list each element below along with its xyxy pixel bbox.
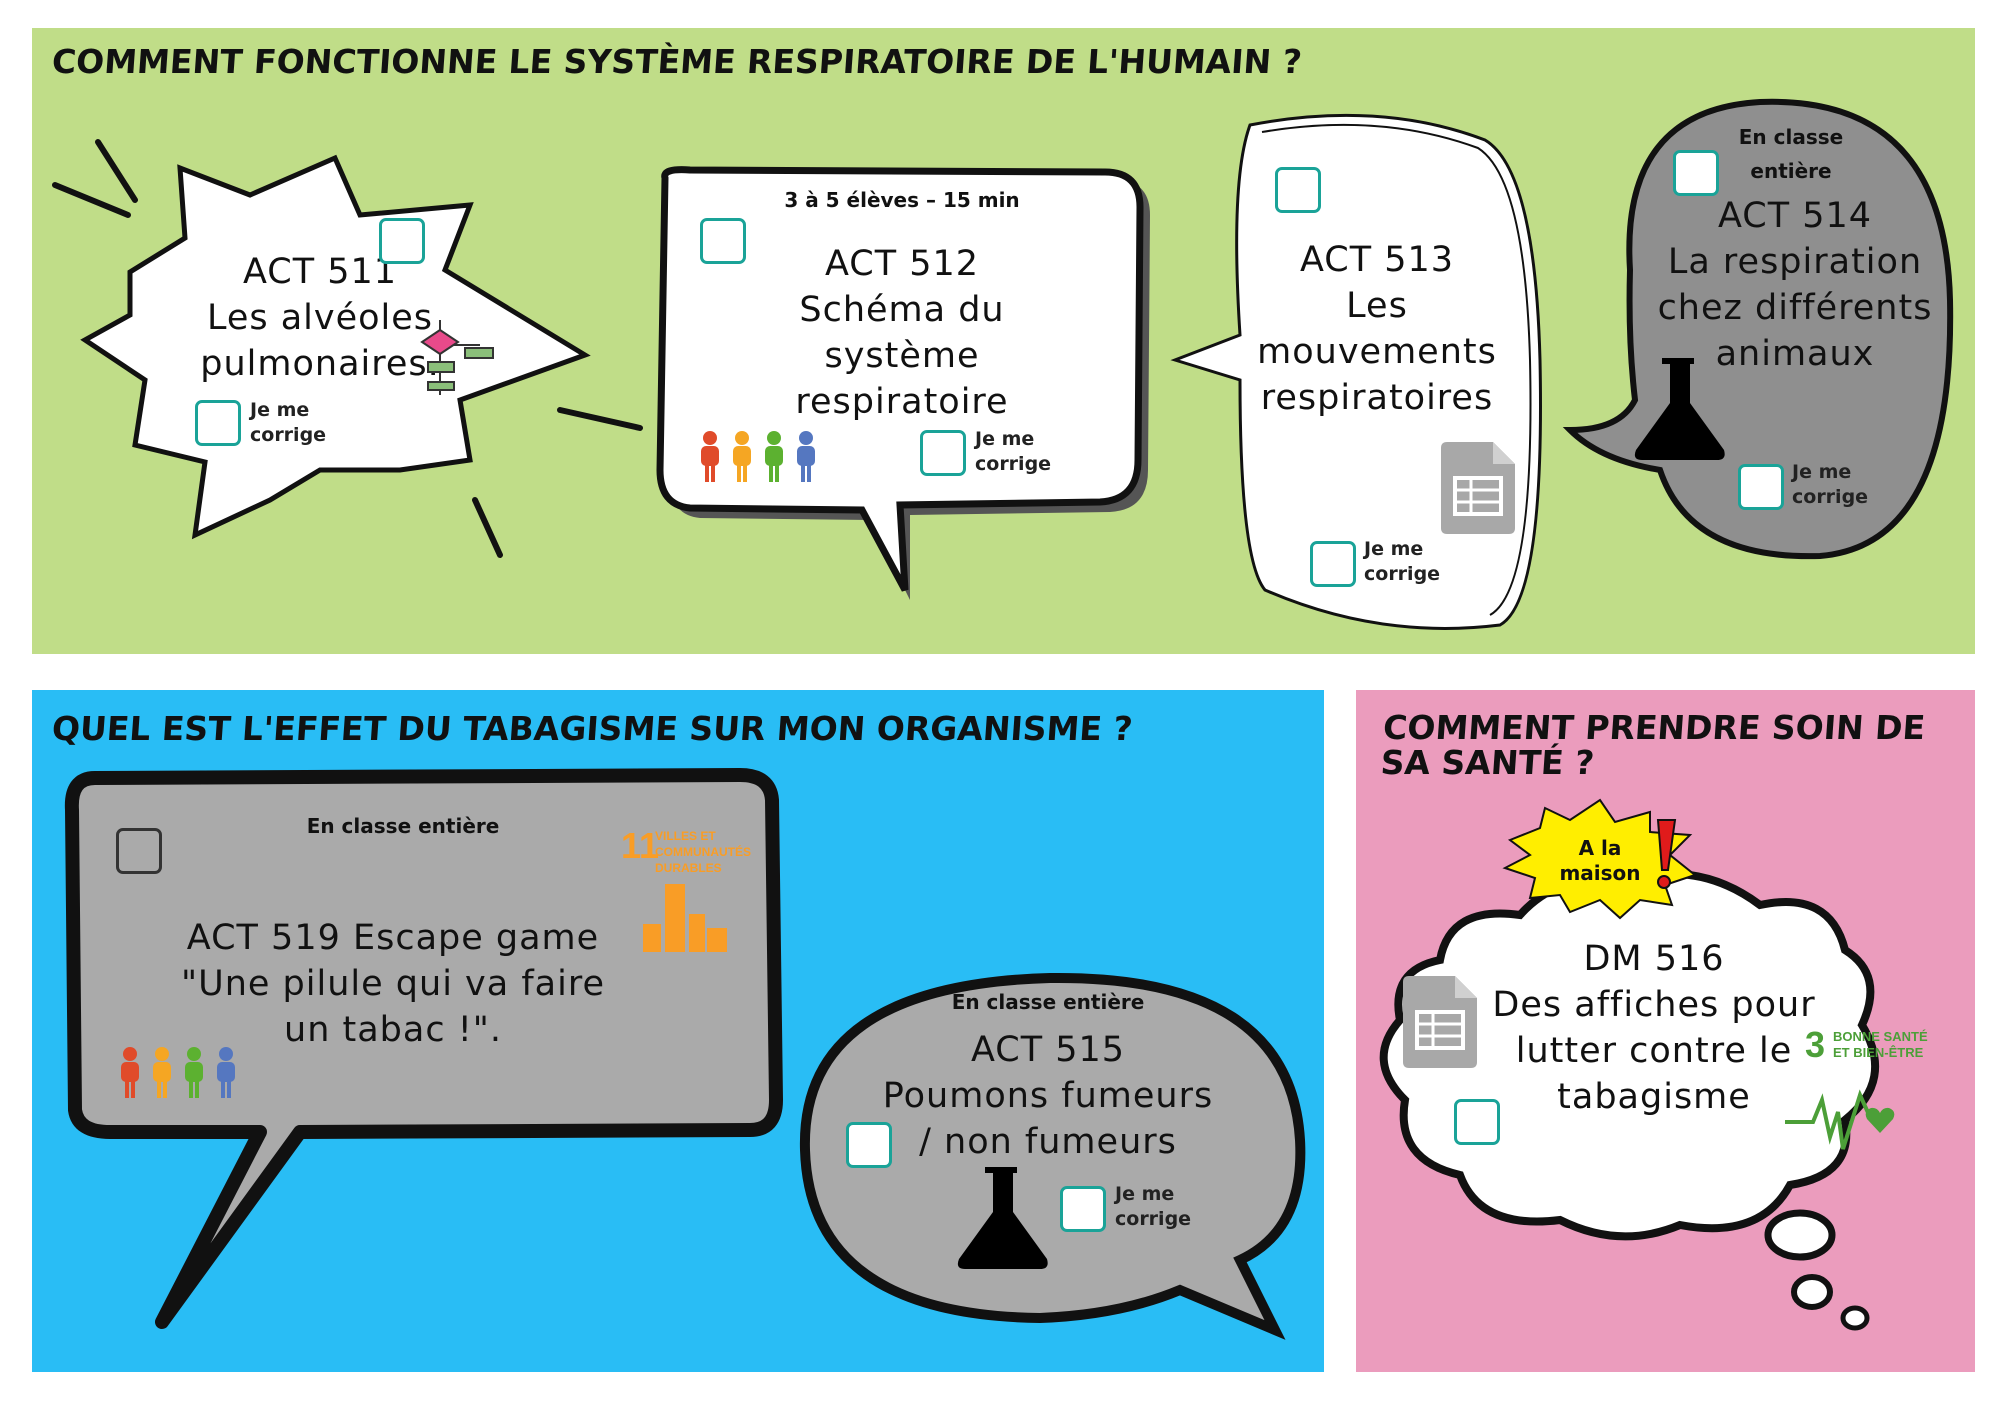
group-size-label: 3 à 5 élèves – 15 min	[784, 188, 1020, 212]
activity-text: / non fumeurs	[919, 1122, 1177, 1162]
activity-514: ACT 514 La respiration chez différents a…	[1640, 193, 1950, 377]
group-people-icon	[121, 1047, 235, 1098]
flowchart-icon	[420, 320, 494, 395]
sdg-label: VILLES ET	[655, 829, 716, 843]
section-title-respiratory: COMMENT FONCTIONNE LE SYSTÈME RESPIRATOI…	[50, 42, 1304, 81]
activity-checkbox-515[interactable]	[846, 1122, 892, 1168]
activity-title: ACT 512	[824, 244, 980, 284]
label-line: Je me	[975, 428, 1035, 450]
label-line: Je me	[250, 399, 310, 421]
label-line: corrige	[1115, 1208, 1192, 1230]
activity-511: ACT 511 Les alvéoles pulmonaires.	[170, 249, 470, 387]
activity-title: ACT 519 Escape game	[186, 918, 600, 958]
activity-text: respiratoires	[1260, 378, 1494, 418]
self-correct-checkbox-512[interactable]	[920, 430, 966, 476]
sdg-label: COMMUNAUTÉS	[655, 845, 751, 859]
self-correct-label: Je me corrige	[1792, 460, 1868, 510]
class-size-label: En classe entière	[1691, 120, 1891, 188]
self-correct-checkbox-514[interactable]	[1738, 464, 1784, 510]
title-line: COMMENT PRENDRE SOIN DE	[1381, 708, 1927, 747]
group-people-icon	[701, 431, 815, 482]
activity-text: respiratoire	[795, 382, 1009, 422]
activity-text: chez différents	[1657, 288, 1933, 328]
activity-checkbox-511[interactable]	[379, 218, 425, 264]
city-icon	[643, 884, 727, 952]
self-correct-checkbox-513[interactable]	[1310, 541, 1356, 587]
label-line: A la	[1578, 836, 1622, 860]
activity-checkbox-514[interactable]	[1673, 150, 1719, 196]
class-size-label: En classe entière	[306, 814, 500, 838]
activity-513: ACT 513 Les mouvements respiratoires	[1227, 237, 1527, 421]
thought-bubble	[1764, 1209, 1836, 1261]
self-correct-label: Je me corrige	[250, 398, 326, 448]
label-line: corrige	[250, 424, 327, 446]
activity-text: lutter contre le	[1515, 1031, 1793, 1071]
activity-text: Schéma du	[799, 290, 1005, 330]
activity-title: ACT 514	[1717, 196, 1873, 236]
activity-512: ACT 512 Schéma du système respiratoire	[752, 241, 1052, 425]
label-line: maison	[1559, 861, 1641, 885]
label-line: Je me	[1115, 1183, 1175, 1205]
sdg-label: BONNE SANTÉ	[1833, 1029, 1928, 1044]
burst-strokes	[52, 139, 643, 558]
activity-text: Les alvéoles	[206, 298, 434, 338]
activity-516: DM 516 Des affiches pour lutter contre l…	[1474, 936, 1834, 1120]
thought-bubble	[1791, 1274, 1833, 1310]
section-title-smoking: QUEL EST L'EFFET DU TABAGISME SUR MON OR…	[50, 709, 1134, 748]
speech-bubble-519	[64, 768, 783, 1329]
flask-icon	[957, 1167, 1048, 1269]
activity-checkbox-519[interactable]	[116, 828, 162, 874]
activity-text: animaux	[1715, 334, 1875, 374]
speech-bubble-515	[799, 972, 1306, 1340]
label-line: Je me	[1792, 461, 1852, 483]
activity-text: système	[824, 336, 980, 376]
label-line: corrige	[975, 453, 1052, 475]
activity-title: ACT 515	[970, 1030, 1126, 1070]
label-line: Je me	[1364, 538, 1424, 560]
activity-title: ACT 511	[242, 252, 398, 292]
activity-text: Des affiches pour	[1492, 985, 1816, 1025]
activity-title: ACT 513	[1299, 240, 1455, 280]
heartbeat-icon	[1785, 1089, 1895, 1150]
spreadsheet-doc-icon	[1441, 442, 1515, 534]
activity-519: ACT 519 Escape game "Une pilule qui va f…	[163, 915, 623, 1053]
flask-icon	[1634, 358, 1725, 460]
self-correct-label: Je me corrige	[975, 427, 1051, 477]
self-correct-checkbox-511[interactable]	[195, 400, 241, 446]
label-line: corrige	[1364, 563, 1441, 585]
activity-text: La respiration	[1667, 242, 1923, 282]
self-correct-label: Je me corrige	[1364, 537, 1440, 587]
sdg-number: 3	[1805, 1024, 1826, 1065]
activity-text: pulmonaires.	[200, 344, 440, 384]
activity-checkbox-516[interactable]	[1454, 1099, 1500, 1145]
sdg-label: ET BIEN-ÊTRE	[1833, 1045, 1924, 1060]
activity-checkbox-512[interactable]	[700, 218, 746, 264]
label-line: En classe	[1738, 125, 1844, 149]
title-line: SA SANTÉ ?	[1379, 743, 1596, 782]
sdg-number: 11	[621, 825, 660, 866]
activity-515: ACT 515 Poumons fumeurs / non fumeurs	[853, 1027, 1243, 1165]
activity-title: DM 516	[1583, 939, 1725, 979]
activity-text: "Une pilule qui va faire	[181, 964, 605, 1004]
class-size-label: En classe entière	[951, 990, 1145, 1014]
thought-bubble	[1840, 1305, 1870, 1331]
self-correct-checkbox-515[interactable]	[1060, 1186, 1106, 1232]
activity-text: Les	[1346, 286, 1408, 326]
activity-text: Poumons fumeurs	[882, 1076, 1214, 1116]
self-correct-label: Je me corrige	[1115, 1182, 1191, 1232]
speech-bubble-512	[656, 166, 1144, 592]
spreadsheet-doc-icon	[1403, 976, 1477, 1068]
label-line: entière	[1750, 159, 1832, 183]
activity-text: mouvements	[1257, 332, 1497, 372]
activity-checkbox-513[interactable]	[1275, 167, 1321, 213]
exclamation-icon	[1656, 819, 1677, 871]
sdg-label: DURABLES	[655, 861, 722, 875]
label-line: corrige	[1792, 486, 1869, 508]
activity-text: un tabac !".	[284, 1010, 502, 1050]
activity-text: tabagisme	[1557, 1077, 1751, 1117]
